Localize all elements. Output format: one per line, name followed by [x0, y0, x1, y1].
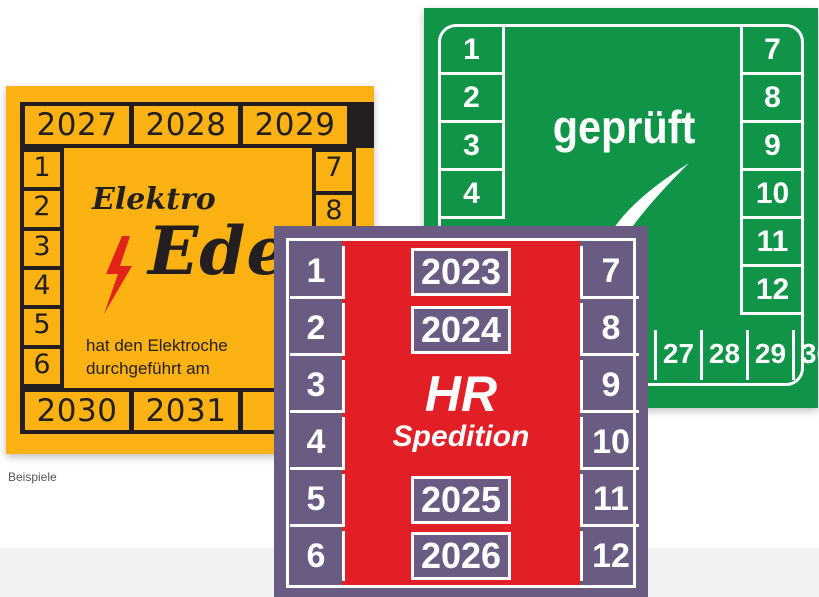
green-right-cell: 8: [740, 75, 802, 123]
green-bottom-row: 27 28 29 30: [654, 330, 819, 380]
purple-right-number: 11: [580, 474, 639, 527]
purple-right-number: 12: [580, 531, 639, 581]
green-left-cell: 4: [441, 171, 505, 219]
green-title: geprüft: [552, 101, 696, 153]
purple-left-number: 1: [290, 246, 345, 299]
yellow-text: hat den Elektroche durchgeführt am: [86, 334, 228, 380]
yellow-year: 2030: [25, 392, 129, 430]
yellow-bottom-years: 2030 2031 2: [20, 388, 374, 434]
yellow-year: 2028: [134, 106, 238, 144]
yellow-number: 2: [24, 191, 60, 227]
green-left-column: 1 2 3 4: [441, 27, 505, 219]
purple-logo-sub: Spedition: [392, 420, 530, 453]
purple-frame: [286, 238, 636, 588]
purple-right-number: 9: [580, 360, 639, 413]
purple-year: 2026: [411, 532, 511, 580]
purple-left-number: 5: [290, 474, 345, 527]
green-left-cell: 1: [441, 27, 505, 75]
green-right-column: 7 8 9 10 11 12: [740, 27, 802, 315]
green-left-cell: 3: [441, 123, 505, 171]
checkmark-icon: [614, 163, 689, 236]
green-right-cell: 12: [740, 267, 802, 315]
yellow-number: 1: [24, 152, 60, 188]
green-left-cell: 2: [441, 75, 505, 123]
green-right-cell: 7: [740, 27, 802, 75]
green-right-cell: 9: [740, 123, 802, 171]
green-bottom-cell: 29: [746, 330, 792, 380]
purple-red-panel: [342, 238, 580, 588]
yellow-brand-line2: Ede: [148, 212, 290, 290]
yellow-number: 5: [24, 309, 60, 345]
yellow-top-years: 2027 2028 2029: [20, 102, 374, 148]
yellow-left-column: 1 2 3 4 5 6: [20, 148, 64, 388]
yellow-brand-line1: Elektro: [92, 182, 216, 217]
purple-logo-main: HR: [424, 366, 498, 422]
yellow-year: 2027: [25, 106, 129, 144]
green-bottom-cell: 27: [654, 330, 700, 380]
purple-left-number: 6: [290, 531, 345, 581]
purple-year: 2025: [411, 476, 511, 524]
purple-right-number: 8: [580, 303, 639, 356]
purple-year: 2024: [411, 306, 511, 354]
caption: Beispiele: [8, 470, 57, 484]
purple-left-number: 3: [290, 360, 345, 413]
purple-right-number: 7: [580, 246, 639, 299]
yellow-number: 7: [316, 152, 352, 191]
green-right-cell: 10: [740, 171, 802, 219]
purple-year: 2023: [411, 248, 511, 296]
lightning-bolt-icon: [104, 236, 132, 314]
yellow-right-column: 7 8: [312, 148, 356, 238]
yellow-year: 2029: [243, 106, 347, 144]
yellow-number: 6: [24, 348, 60, 384]
purple-sticker: 1 2 3 4 5 6 7 8 9 10 11 12 2023 2024 HR …: [274, 226, 648, 597]
purple-right-number: 10: [580, 417, 639, 470]
yellow-year: 2031: [134, 392, 238, 430]
yellow-text-line1: hat den Elektroche: [86, 336, 228, 355]
yellow-number: 4: [24, 269, 60, 306]
green-bottom-cell: 28: [700, 330, 746, 380]
purple-left-number: 2: [290, 303, 345, 356]
yellow-number: 3: [24, 230, 60, 266]
green-bottom-cell: 30: [792, 330, 819, 380]
yellow-text-line2: durchgeführt am: [86, 359, 210, 378]
purple-left-number: 4: [290, 417, 345, 470]
green-right-cell: 11: [740, 219, 802, 267]
